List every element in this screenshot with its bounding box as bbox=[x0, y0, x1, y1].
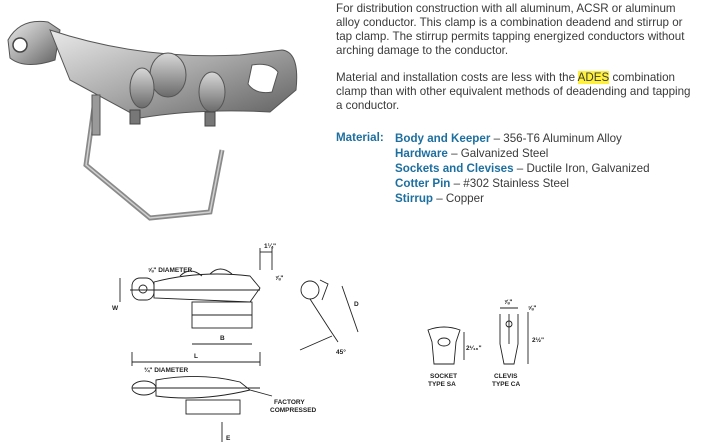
clamp-photo bbox=[7, 20, 298, 221]
material-item: Body and Keeper – 356-T6 Aluminum Alloy bbox=[395, 132, 622, 145]
dim-label: B bbox=[220, 335, 225, 342]
material-item: Sockets and Clevises – Ductile Iron, Gal… bbox=[395, 162, 650, 175]
dim-label: 2½" bbox=[532, 336, 544, 344]
description-paragraph-1: For distribution construction with all a… bbox=[336, 2, 685, 57]
dim-label: FACTORY bbox=[274, 399, 305, 406]
socket-label: SOCKET bbox=[430, 373, 457, 380]
dim-label: ¾" DIAMETER bbox=[144, 366, 189, 374]
dim-label: ⅞" bbox=[504, 299, 513, 306]
socket-clevis-drawing: 2¹⁄₁₆" ⅞" ⅝" 2½" SOCKET TYPE SA CLEVIS T… bbox=[427, 299, 544, 388]
description-paragraph-2: Material and installation costs are less… bbox=[336, 71, 691, 112]
dim-label: ⅞" bbox=[275, 275, 284, 282]
material-label: Material: bbox=[336, 131, 384, 144]
dim-label: COMPRESSED bbox=[270, 407, 317, 414]
socket-type-label: TYPE SA bbox=[428, 381, 456, 388]
ades-highlight: ADES bbox=[577, 71, 610, 84]
dim-label: 1¼" bbox=[264, 242, 276, 250]
dim-label: ⅝" DIAMETER bbox=[148, 267, 193, 274]
dim-label: ⅝" bbox=[528, 305, 537, 312]
material-list: Body and Keeper – 356-T6 Aluminum Alloy … bbox=[395, 131, 650, 206]
dim-label: D bbox=[354, 301, 359, 308]
material-item: Stirrup – Copper bbox=[395, 192, 484, 205]
dim-label: 2¹⁄₁₆" bbox=[466, 345, 482, 352]
clevis-type-label: TYPE CA bbox=[492, 381, 520, 388]
dim-label: 45° bbox=[336, 348, 346, 356]
clevis-label: CLEVIS bbox=[494, 373, 518, 380]
dim-label: W bbox=[112, 305, 119, 312]
material-item: Hardware – Galvanized Steel bbox=[395, 147, 549, 160]
product-description: For distribution construction with all a… bbox=[336, 2, 692, 126]
dim-label: L bbox=[194, 353, 198, 360]
dimension-drawing: 1¼" ⅞" ⅝" DIAMETER W B L D 45° ¾" DIAMET… bbox=[112, 242, 359, 442]
dim-label: E bbox=[226, 435, 231, 442]
material-item: Cotter Pin – #302 Stainless Steel bbox=[395, 177, 569, 190]
